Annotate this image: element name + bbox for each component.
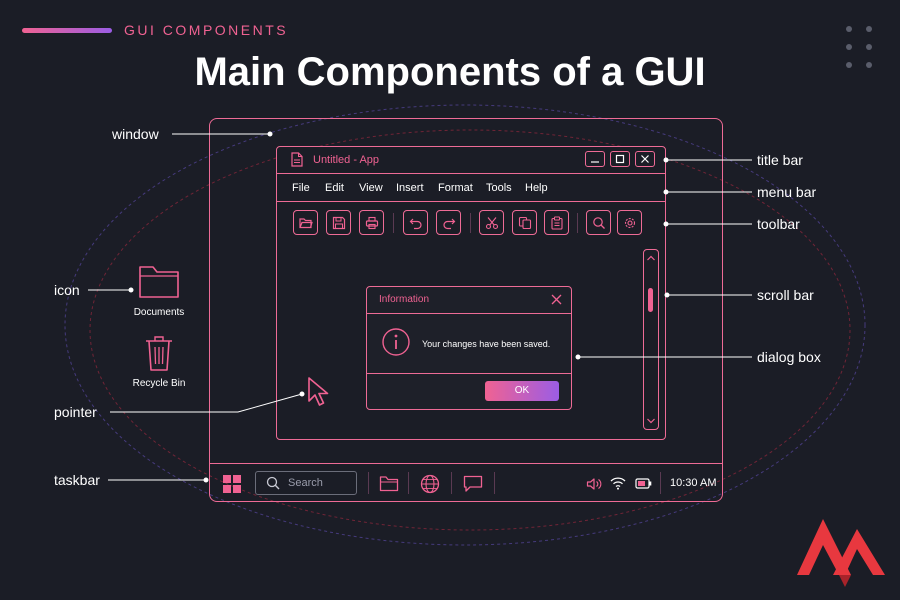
callout-window: window xyxy=(112,126,159,142)
paste-button[interactable] xyxy=(544,210,569,235)
scroll-bar[interactable] xyxy=(643,249,659,430)
document-icon xyxy=(291,152,303,167)
pointer-icon xyxy=(308,377,329,406)
open-button[interactable] xyxy=(293,210,318,235)
toolbar-separator xyxy=(393,213,394,233)
menu-help[interactable]: Help xyxy=(525,182,548,194)
globe-icon[interactable] xyxy=(420,474,440,494)
menu-bar: File Edit View Insert Format Tools Help xyxy=(277,175,665,202)
menu-insert[interactable]: Insert xyxy=(396,182,424,194)
find-button[interactable] xyxy=(586,210,611,235)
callout-menu-bar: menu bar xyxy=(757,184,817,200)
dialog-title: Information xyxy=(379,294,430,305)
menu-edit[interactable]: Edit xyxy=(325,182,344,194)
dialog-header: Information xyxy=(367,287,571,314)
settings-icon xyxy=(624,217,635,228)
battery-icon[interactable] xyxy=(635,478,652,489)
dialog-box: Information Your changes have been saved… xyxy=(366,286,572,410)
scroll-down-icon[interactable] xyxy=(646,417,656,425)
menu-view[interactable]: View xyxy=(359,182,383,194)
chat-icon[interactable] xyxy=(463,475,483,493)
taskbar: Search xyxy=(210,463,722,502)
volume-icon[interactable] xyxy=(586,477,602,491)
window-frame xyxy=(209,118,723,502)
menu-format[interactable]: Format xyxy=(438,182,473,194)
scroll-thumb[interactable] xyxy=(648,288,653,312)
title-bar[interactable]: Untitled - App xyxy=(277,147,665,174)
start-icon[interactable] xyxy=(222,474,242,494)
folder-open-icon xyxy=(298,217,313,228)
minimize-button[interactable] xyxy=(585,151,605,167)
save-icon xyxy=(332,216,345,229)
taskbar-separator xyxy=(494,472,495,494)
folder-icon[interactable] xyxy=(138,262,180,300)
toolbar-separator xyxy=(470,213,471,233)
maximize-button[interactable] xyxy=(610,151,630,167)
print-icon xyxy=(365,216,378,229)
callout-taskbar: taskbar xyxy=(54,472,100,488)
dialog-message: Your changes have been saved. xyxy=(422,339,551,349)
info-icon xyxy=(382,328,410,356)
desktop-icon-label: Documents xyxy=(133,307,185,318)
callout-scroll-bar: scroll bar xyxy=(757,287,814,303)
taskbar-separator xyxy=(368,472,369,494)
redo-icon xyxy=(442,218,455,229)
ok-button[interactable]: OK xyxy=(485,381,559,401)
print-button[interactable] xyxy=(359,210,384,235)
undo-icon xyxy=(409,218,422,229)
undo-button[interactable] xyxy=(403,210,428,235)
toolbar xyxy=(277,203,665,243)
eyebrow-label: GUI COMPONENTS xyxy=(124,22,289,38)
paste-icon xyxy=(550,216,563,230)
app-title: Untitled - App xyxy=(313,154,380,166)
callout-icon: icon xyxy=(54,282,80,298)
trash-icon[interactable] xyxy=(143,333,175,373)
copy-icon xyxy=(518,216,531,229)
maximize-icon xyxy=(615,154,625,164)
desktop-icon-label: Recycle Bin xyxy=(132,378,186,389)
search-placeholder: Search xyxy=(288,477,323,489)
taskbar-separator xyxy=(660,472,661,494)
close-button[interactable] xyxy=(635,151,655,167)
callout-dialog-box: dialog box xyxy=(757,349,821,365)
redo-button[interactable] xyxy=(436,210,461,235)
scroll-up-icon[interactable] xyxy=(646,254,656,262)
cut-button[interactable] xyxy=(479,210,504,235)
settings-button[interactable] xyxy=(617,210,642,235)
search-icon xyxy=(592,216,605,229)
save-button[interactable] xyxy=(326,210,351,235)
taskbar-separator xyxy=(451,472,452,494)
wifi-icon[interactable] xyxy=(610,476,626,490)
menu-file[interactable]: File xyxy=(292,182,310,194)
toolbar-separator xyxy=(577,213,578,233)
taskbar-search[interactable]: Search xyxy=(255,471,357,495)
cut-icon xyxy=(485,216,498,229)
dot-grid-decoration xyxy=(846,26,872,68)
menu-tools[interactable]: Tools xyxy=(486,182,512,194)
dialog-divider xyxy=(367,373,571,375)
taskbar-clock: 10:30 AM xyxy=(670,477,717,489)
callout-toolbar: toolbar xyxy=(757,216,800,232)
brand-logo xyxy=(797,519,885,587)
page-title: Main Components of a GUI xyxy=(194,50,706,94)
taskbar-separator xyxy=(408,472,409,494)
search-icon xyxy=(266,476,280,490)
callout-pointer: pointer xyxy=(54,404,97,420)
folder-icon[interactable] xyxy=(379,475,399,492)
minimize-icon xyxy=(591,161,599,163)
close-icon[interactable] xyxy=(551,294,562,305)
close-icon xyxy=(641,155,649,163)
copy-button[interactable] xyxy=(512,210,537,235)
eyebrow-accent-bar xyxy=(22,28,112,33)
callout-title-bar: title bar xyxy=(757,152,803,168)
